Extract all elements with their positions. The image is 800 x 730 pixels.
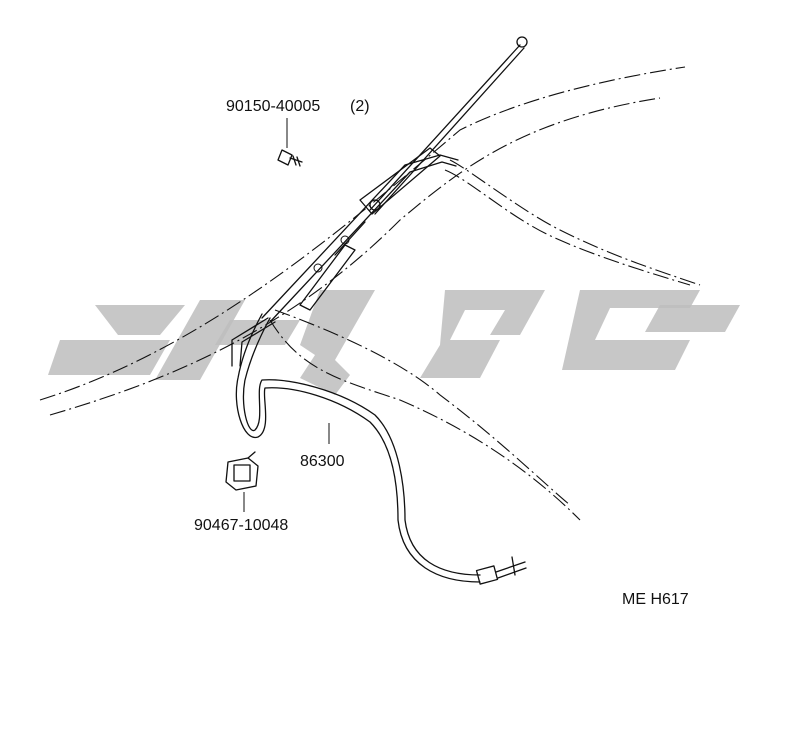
screw-quantity: (2) xyxy=(350,98,370,115)
cable-part-number: 86300 xyxy=(300,453,345,470)
leader-lines xyxy=(243,118,330,512)
watermark-logo xyxy=(48,290,740,395)
windshield-frame xyxy=(261,154,459,323)
clip-icon xyxy=(225,451,259,491)
screw-part-number: 90150-40005 xyxy=(226,98,320,115)
antenna-mast xyxy=(299,36,528,311)
part-labels: 90150-40005 (2) 86300 90467-10048 ME H61… xyxy=(194,98,689,608)
clip-part-number: 90467-10048 xyxy=(194,517,288,534)
diagram-code: ME H617 xyxy=(622,591,689,608)
screw-icon xyxy=(277,149,303,167)
cable-bracket xyxy=(231,317,276,367)
antenna-cable xyxy=(235,313,527,585)
